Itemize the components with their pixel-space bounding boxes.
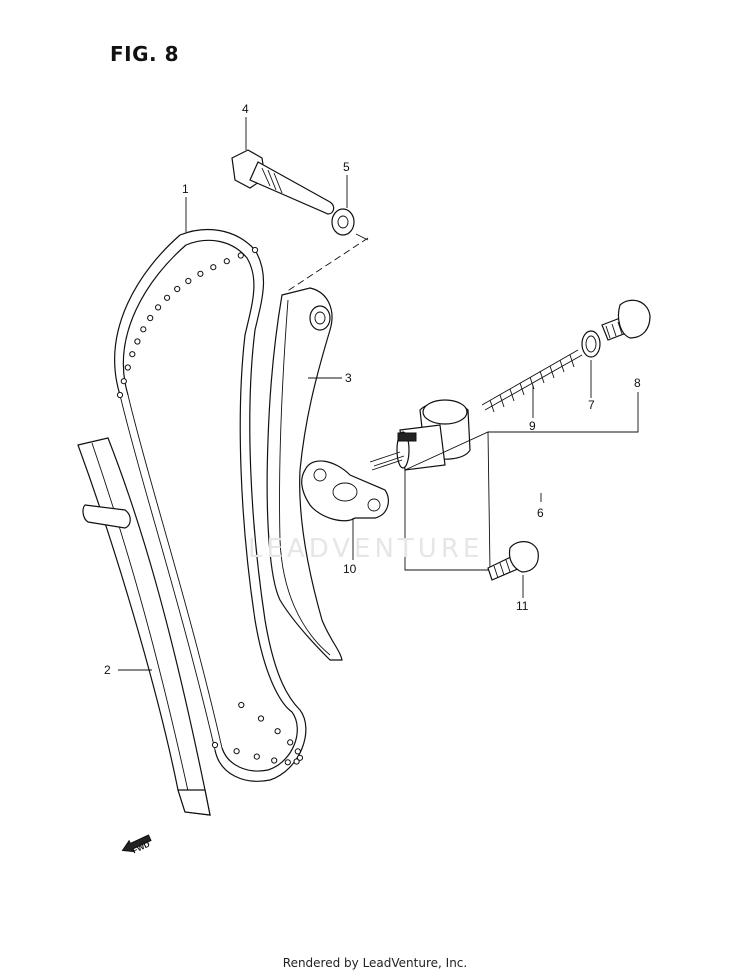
chain-link (271, 757, 278, 764)
tensioner-assembly (369, 399, 491, 571)
chain-link (287, 739, 294, 746)
chain-link (238, 701, 245, 709)
chain-link (197, 270, 204, 277)
forward-arrow-icon (121, 834, 152, 853)
chain-link (223, 258, 230, 265)
washer (331, 208, 355, 236)
chain-link (233, 748, 240, 755)
chain-link (237, 252, 244, 259)
chain-link (284, 759, 291, 766)
callout-1: 1 (182, 182, 189, 196)
dashed-leader (285, 237, 369, 293)
chain-link (155, 304, 162, 311)
figure-title: FIG. 8 (110, 42, 179, 66)
callout-6: 6 (537, 506, 544, 520)
o-ring (581, 330, 601, 358)
chain-link (129, 351, 136, 358)
chain-link (211, 741, 219, 749)
watermark: LEADVENTURE (248, 534, 484, 564)
chain-link (120, 378, 127, 385)
chain-link (134, 338, 141, 345)
chain-guide (77, 437, 211, 816)
callout-4: 4 (242, 102, 249, 116)
chain-link (274, 728, 281, 735)
callout-3: 3 (345, 371, 352, 385)
guide-bolt (231, 149, 335, 215)
callout-8: 8 (634, 376, 641, 390)
leader-line (488, 392, 639, 433)
footer-credit: Rendered by LeadVenture, Inc. (282, 956, 468, 970)
tensioner-adjuster-arm (266, 287, 343, 661)
callout-leaders (118, 117, 592, 671)
callout-5: 5 (343, 160, 350, 174)
chain-link (185, 277, 192, 285)
chain-link (140, 326, 147, 333)
chain-link (147, 314, 154, 322)
chain-link (257, 715, 265, 722)
chain-link (164, 294, 171, 301)
callout-10: 10 (343, 562, 357, 576)
chain-link (251, 246, 259, 254)
chain-links (116, 246, 304, 766)
callout-9: 9 (529, 419, 536, 433)
callout-2: 2 (104, 663, 111, 677)
chain-link (116, 391, 124, 399)
timing-chain (114, 229, 307, 782)
chain-link (293, 758, 300, 765)
chain-link (174, 285, 181, 293)
chain-link (210, 264, 217, 271)
tensioner-cap-bolt (601, 299, 651, 341)
chain-link (124, 364, 131, 371)
tensioner-spring (481, 349, 583, 413)
callout-11: 11 (516, 599, 529, 613)
chain-link (294, 748, 301, 755)
tensioner-bolt (487, 541, 539, 581)
tensioner-gasket (301, 460, 389, 522)
callout-7: 7 (588, 398, 595, 412)
chain-link (253, 753, 260, 760)
leader-line (355, 233, 369, 241)
chain-link (296, 754, 304, 761)
